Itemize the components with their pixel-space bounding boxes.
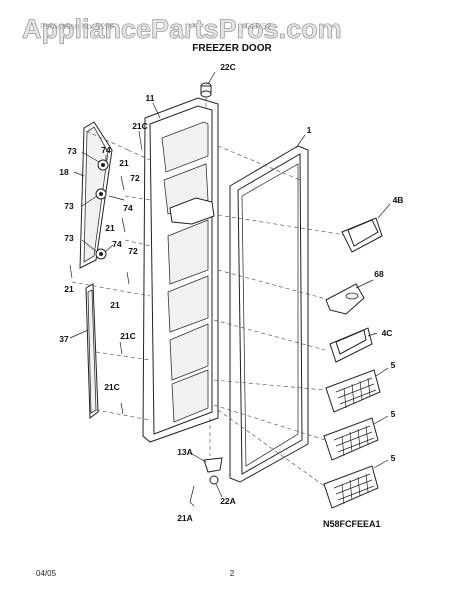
- callout-73-c: 73: [64, 233, 74, 243]
- wire-basket-lower: [323, 465, 379, 509]
- leader-lines: [69, 71, 391, 498]
- callout-74-a: 74: [101, 145, 111, 155]
- wire-basket-middle: [323, 417, 379, 461]
- callout-72-a: 72: [130, 173, 140, 183]
- footer-date: 04/05: [36, 569, 57, 578]
- callout-5-a: 5: [391, 360, 396, 370]
- screw-icon: [69, 137, 143, 415]
- callout-11: 11: [146, 93, 155, 103]
- handle-mount-screw-lower: [95, 248, 107, 260]
- callout-21-d: 21: [110, 300, 120, 310]
- callout-21a: 21A: [177, 513, 193, 523]
- callout-5-c: 5: [391, 453, 396, 463]
- callout-74-c: 74: [112, 239, 122, 249]
- callout-73-b: 73: [64, 201, 74, 211]
- top-hinge-bushing: [200, 82, 212, 98]
- callout-21-a: 21: [119, 158, 129, 168]
- watermark-text: AppliancePartsPros.com: [22, 14, 342, 44]
- callout-21-b: 21: [105, 223, 115, 233]
- diagram-title: FREEZER DOOR: [192, 43, 272, 54]
- callout-22c-top: 22C: [220, 62, 236, 72]
- callout-68: 68: [374, 269, 384, 279]
- ice-chute-cup: [325, 283, 365, 315]
- footer-page-number: 2: [230, 569, 235, 578]
- header-right-text: GLRS2: [245, 22, 272, 31]
- diagram-code: N58FCFEEA1: [323, 519, 381, 529]
- door-gasket: [229, 145, 309, 483]
- projection-lines: [71, 96, 346, 491]
- callout-21c-mid: 21C: [120, 331, 136, 341]
- door-bin-4c: [329, 327, 373, 363]
- callout-labels: 22C 11 1 21C 73 74 21 18 72 73 74 21 73 …: [59, 62, 403, 523]
- wire-basket-upper: [325, 369, 381, 413]
- callout-4c: 4C: [382, 328, 393, 338]
- callout-13a: 13A: [177, 447, 193, 457]
- callout-72-b: 72: [128, 246, 138, 256]
- door-bin-4b: [341, 217, 383, 253]
- door-liner: [142, 97, 219, 443]
- callout-5-b: 5: [391, 409, 396, 419]
- bottom-hinge: [189, 457, 223, 507]
- callout-4b: 4B: [393, 195, 404, 205]
- callout-22a: 22A: [220, 496, 236, 506]
- header-left-text: Publication No. 5995: [40, 22, 114, 31]
- callout-73-a: 73: [67, 146, 77, 156]
- callout-18: 18: [59, 167, 69, 177]
- handle-mount-screw-upper: [97, 159, 109, 171]
- callout-21-c: 21: [64, 284, 74, 294]
- door-trim-strip: [85, 283, 99, 419]
- callout-1: 1: [307, 125, 312, 135]
- callout-37: 37: [59, 334, 69, 344]
- handle-mount-screw-middle: [95, 188, 107, 200]
- callout-21c-low: 21C: [104, 382, 120, 392]
- callout-21c-top: 21C: [132, 121, 148, 131]
- callout-74-b: 74: [123, 203, 133, 213]
